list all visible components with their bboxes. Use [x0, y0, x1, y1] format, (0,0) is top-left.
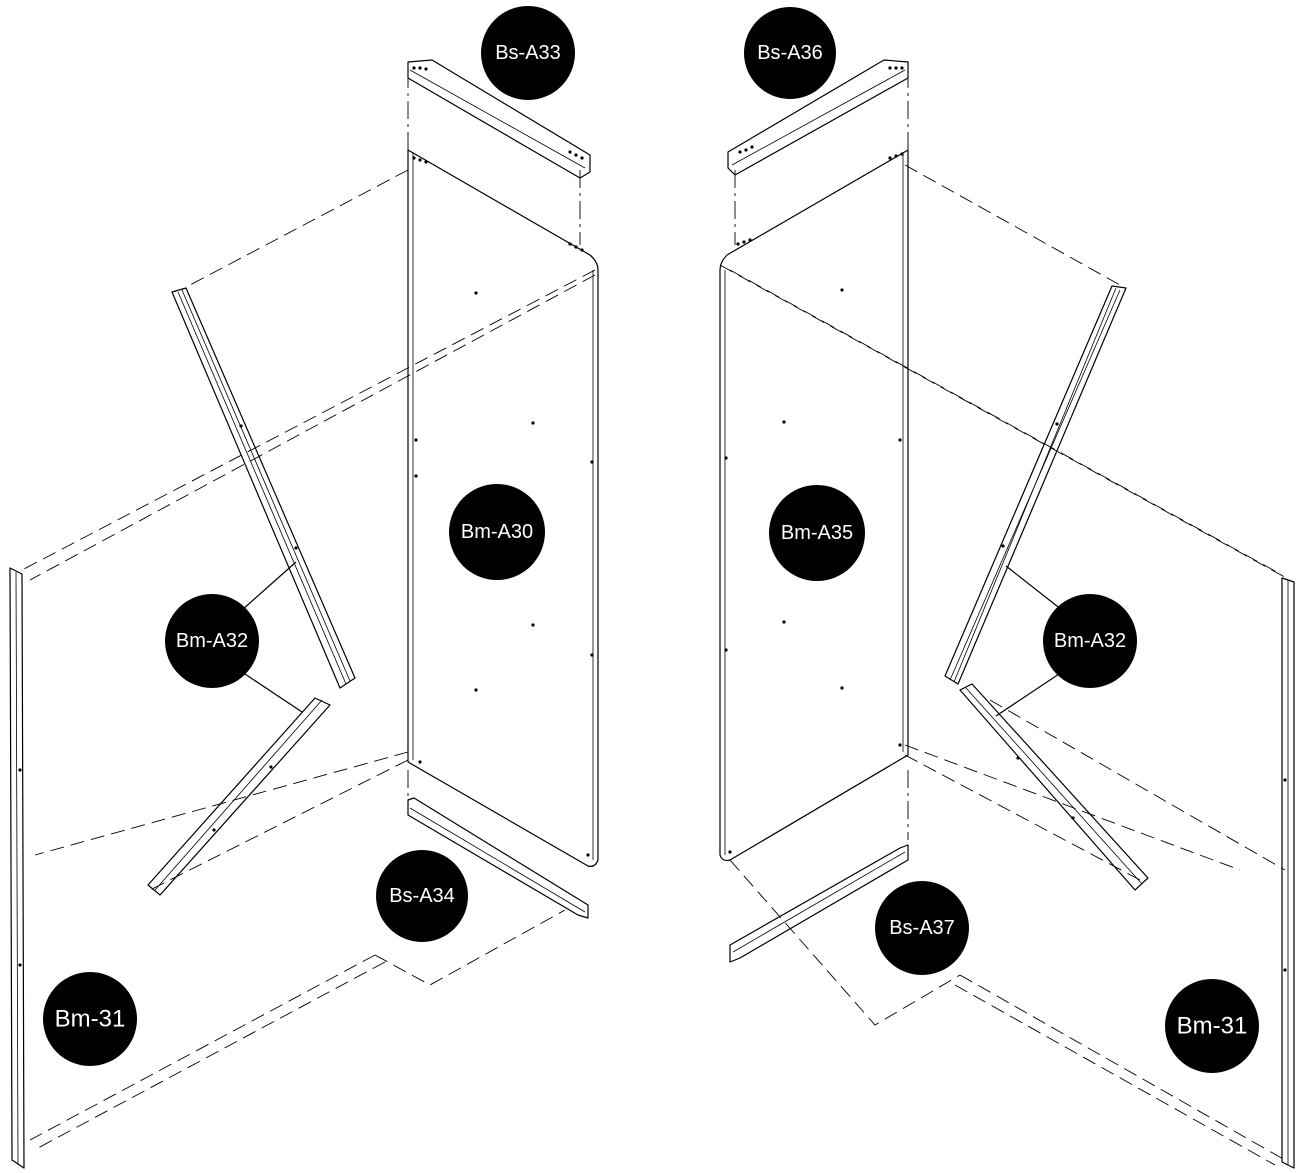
bottom-rail-right	[729, 844, 909, 963]
assembly-guide-lines	[21, 70, 1291, 1166]
callout-bs-a37: Bs-A37	[875, 881, 969, 975]
post-right-bm-a32	[944, 285, 1127, 685]
callout-bm-31-left: Bm-31	[43, 972, 137, 1066]
callout-bm-a32-right: Bm-A32	[1043, 594, 1137, 688]
callout-label-bm-a32-left: Bm-A32	[176, 630, 248, 652]
callout-label-bm-31-right: Bm-31	[1177, 1013, 1248, 1040]
panel-right-bm-a35	[719, 149, 909, 862]
top-rail-left	[407, 59, 591, 179]
callout-label-bm-a35: Bm-A35	[781, 522, 853, 544]
callout-bs-a33: Bs-A33	[481, 6, 575, 100]
leader-lines	[241, 561, 1063, 717]
callout-label-bm-a30: Bm-A30	[461, 521, 533, 543]
panel-left-bm-a30	[407, 149, 599, 867]
callout-bm-a35: Bm-A35	[769, 485, 865, 581]
callout-label-bm-a32-right: Bm-A32	[1054, 630, 1126, 652]
callout-label-bs-a33: Bs-A33	[495, 42, 561, 64]
post-left-bm-a32	[171, 287, 356, 689]
top-rail-right	[727, 59, 909, 176]
strut-left-bm-a32	[147, 697, 331, 896]
callout-bm-a32-left: Bm-A32	[165, 594, 259, 688]
callout-bs-a36: Bs-A36	[744, 7, 836, 99]
callout-bs-a34: Bs-A34	[376, 850, 468, 942]
callout-label-bs-a34: Bs-A34	[389, 885, 455, 907]
callout-bm-a30: Bm-A30	[449, 484, 545, 580]
post-left-bm-31	[9, 567, 25, 1169]
callout-label-bs-a36: Bs-A36	[757, 42, 823, 64]
callout-label-bm-31-left: Bm-31	[55, 1006, 126, 1033]
post-right-bm-31	[1281, 577, 1295, 1169]
strut-right-bm-a32	[959, 683, 1149, 891]
bottom-rail-left	[407, 797, 589, 919]
callout-label-bs-a37: Bs-A37	[889, 917, 955, 939]
callout-bm-31-right: Bm-31	[1165, 979, 1259, 1073]
